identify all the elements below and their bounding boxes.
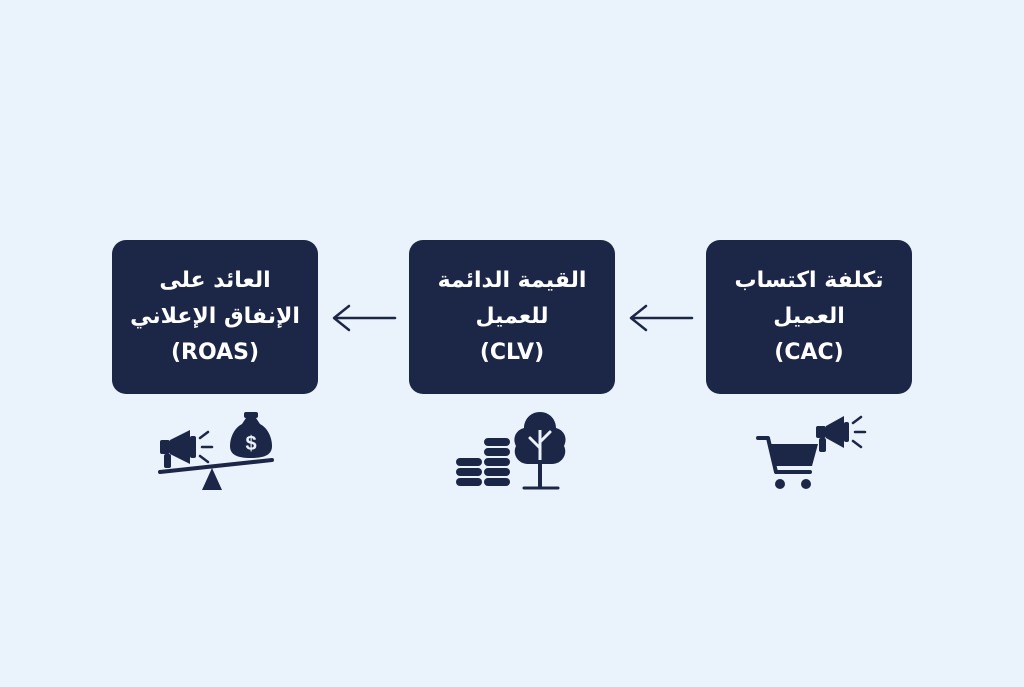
roas-label-line-1: العائد على bbox=[159, 268, 271, 293]
seesaw-megaphone-moneybag-icon: $ bbox=[158, 412, 274, 490]
coins-tree-icon bbox=[456, 412, 566, 490]
clv-box: القيمة الدائمة للعميل (CLV) bbox=[409, 240, 615, 394]
arrow-left-icon bbox=[332, 304, 397, 332]
cac-label-line-1: تكلفة اكتساب bbox=[734, 268, 884, 293]
cac-label-line-3: (CAC) bbox=[774, 340, 844, 365]
arrow-left-icon bbox=[629, 304, 694, 332]
roas-label-line-3: (ROAS) bbox=[170, 340, 260, 365]
roas-box: العائد على الإنفاق الإعلاني (ROAS) bbox=[112, 240, 318, 394]
clv-label-line-3: (CLV) bbox=[479, 340, 545, 365]
cart-megaphone-icon bbox=[756, 415, 867, 489]
roas-label-line-2: الإنفاق الإعلاني bbox=[130, 304, 300, 329]
cac-box: تكلفة اكتساب العميل (CAC) bbox=[706, 240, 912, 394]
cac-label-line-2: العميل bbox=[773, 304, 845, 329]
clv-label-line-1: القيمة الدائمة bbox=[437, 268, 587, 293]
svg-text:$: $ bbox=[245, 433, 256, 455]
clv-label-line-2: للعميل bbox=[475, 304, 549, 329]
